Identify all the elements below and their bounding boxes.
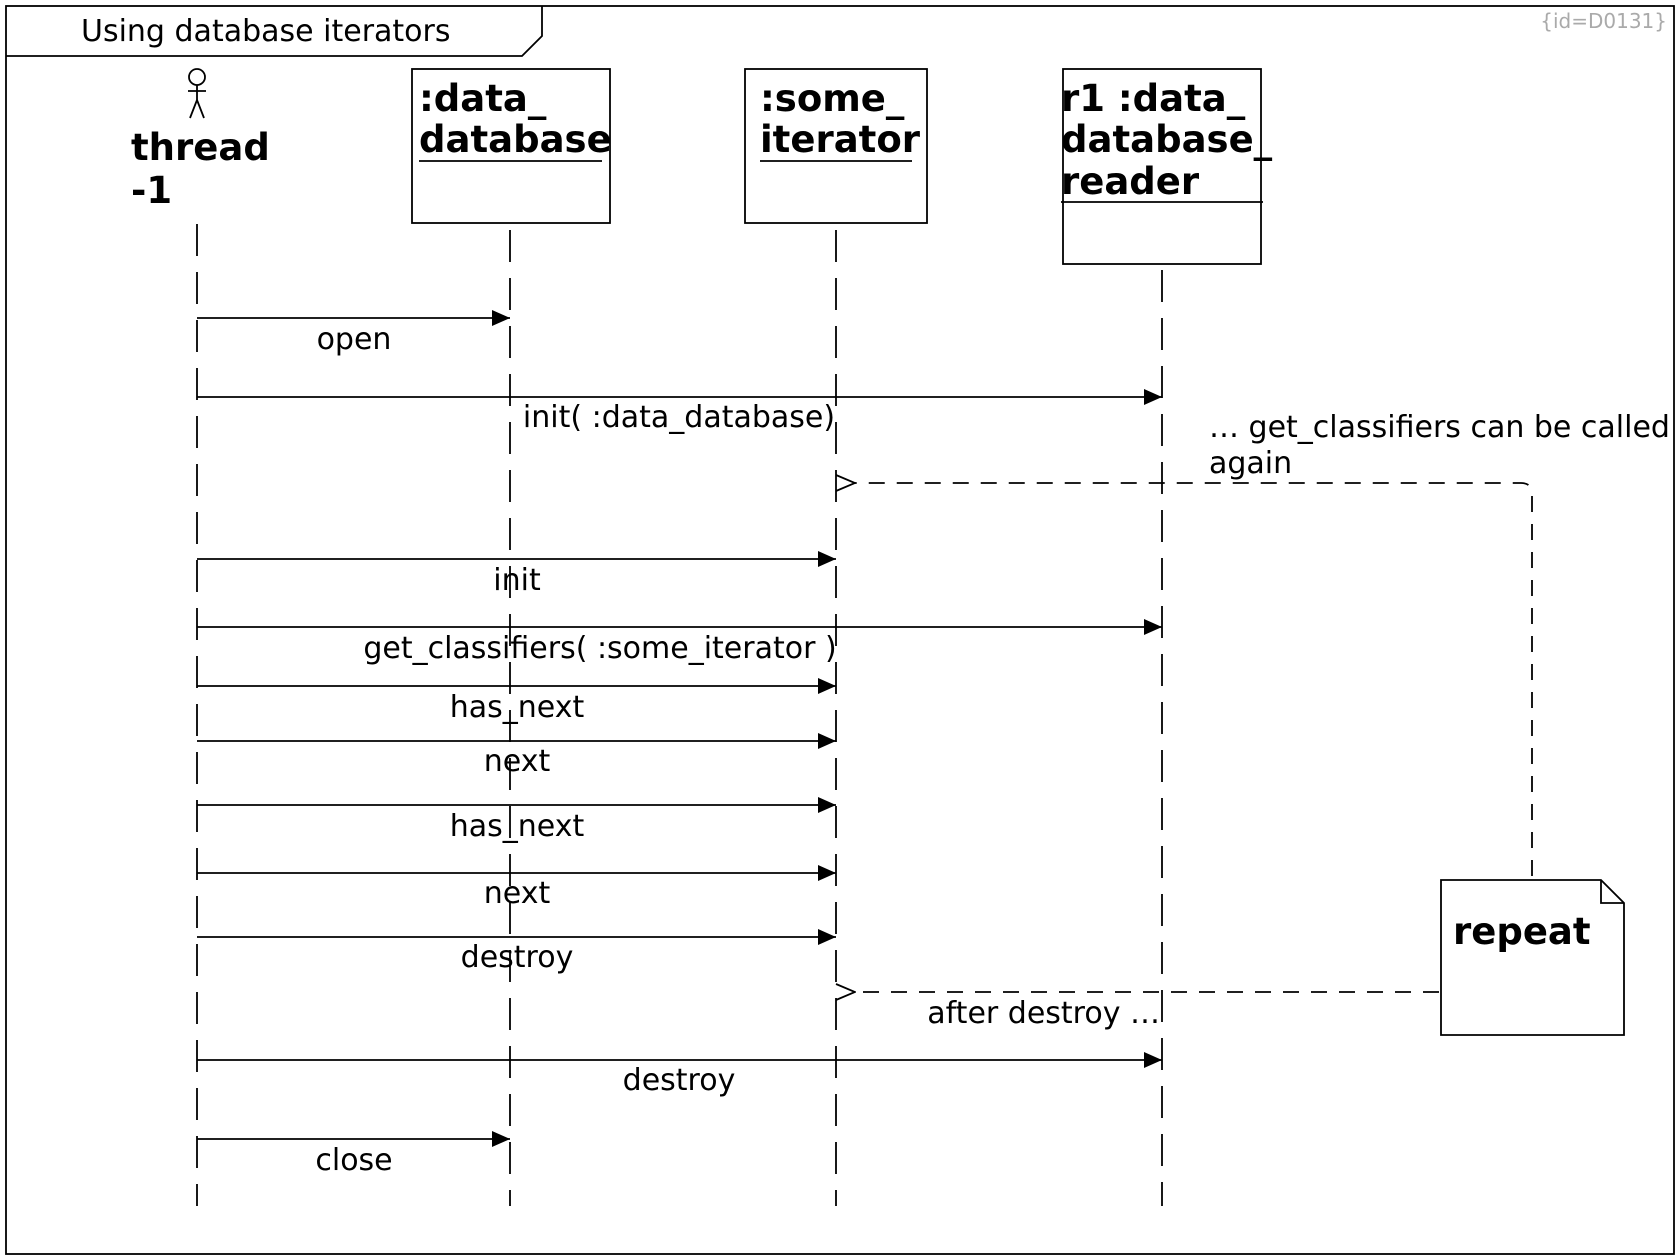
actor-label-line-2: -1 <box>131 169 172 212</box>
note-link-after-destroy: after destroy … <box>855 992 1439 1031</box>
object-label-line-2: database <box>419 118 612 161</box>
note-label-line-2: again <box>1209 446 1292 481</box>
object-label-line-1: :some_ <box>760 77 905 120</box>
object-label-line-2: database_ <box>1061 118 1273 161</box>
message-label: get_classifiers( :some_iterator ) <box>363 631 836 666</box>
object-data-database: :data_ database <box>411 68 612 224</box>
note-label-line-1: after destroy … <box>927 996 1160 1031</box>
repeat-label: repeat <box>1453 910 1591 953</box>
actor-label-line-1: thread <box>131 126 270 169</box>
stick-figure-icon <box>188 68 206 119</box>
message-destroy-iterator: destroy <box>197 929 836 975</box>
object-some-iterator: :some_ iterator <box>744 68 928 224</box>
repeat-note: repeat <box>1440 879 1625 1036</box>
message-has-next-2: has_next <box>197 797 836 844</box>
diagram-id: {id=D0131} <box>1540 9 1667 33</box>
note-link-get-classifiers-again: … get_classifiers can be called again <box>855 410 1670 876</box>
message-label: destroy <box>623 1063 736 1098</box>
message-label: init <box>493 563 541 598</box>
message-open: open <box>197 310 510 357</box>
message-get-classifiers: get_classifiers( :some_iterator ) <box>197 619 1162 666</box>
message-has-next-1: has_next <box>197 678 836 725</box>
message-init: init <box>197 551 836 598</box>
message-label: has_next <box>450 690 585 725</box>
object-label-line-1: :data_ <box>419 77 547 120</box>
actor-thread-1: thread -1 <box>131 68 270 212</box>
message-label: has_next <box>450 809 585 844</box>
object-data-database-reader: r1 :data_ database_ reader <box>1061 68 1273 265</box>
message-label: next <box>484 744 551 779</box>
message-next-2: next <box>197 865 836 911</box>
message-label: next <box>484 876 551 911</box>
message-label: destroy <box>461 940 574 975</box>
message-destroy-reader: destroy <box>197 1052 1162 1098</box>
diagram-frame: Using database iterators {id=D0131} <box>5 5 1675 1255</box>
message-label: init( :data_database) <box>523 400 835 435</box>
message-label: close <box>315 1143 392 1178</box>
message-init-data-database: init( :data_database) <box>197 389 1162 435</box>
message-label: open <box>317 322 392 357</box>
message-next-1: next <box>197 733 836 779</box>
object-label-line-1: r1 :data_ <box>1061 77 1246 120</box>
message-close: close <box>197 1131 510 1178</box>
frame-title: Using database iterators <box>81 14 451 49</box>
object-label-line-2: iterator <box>760 118 921 161</box>
note-label-line-1: … get_classifiers can be called <box>1209 410 1670 445</box>
object-label-line-3: reader <box>1061 160 1200 203</box>
